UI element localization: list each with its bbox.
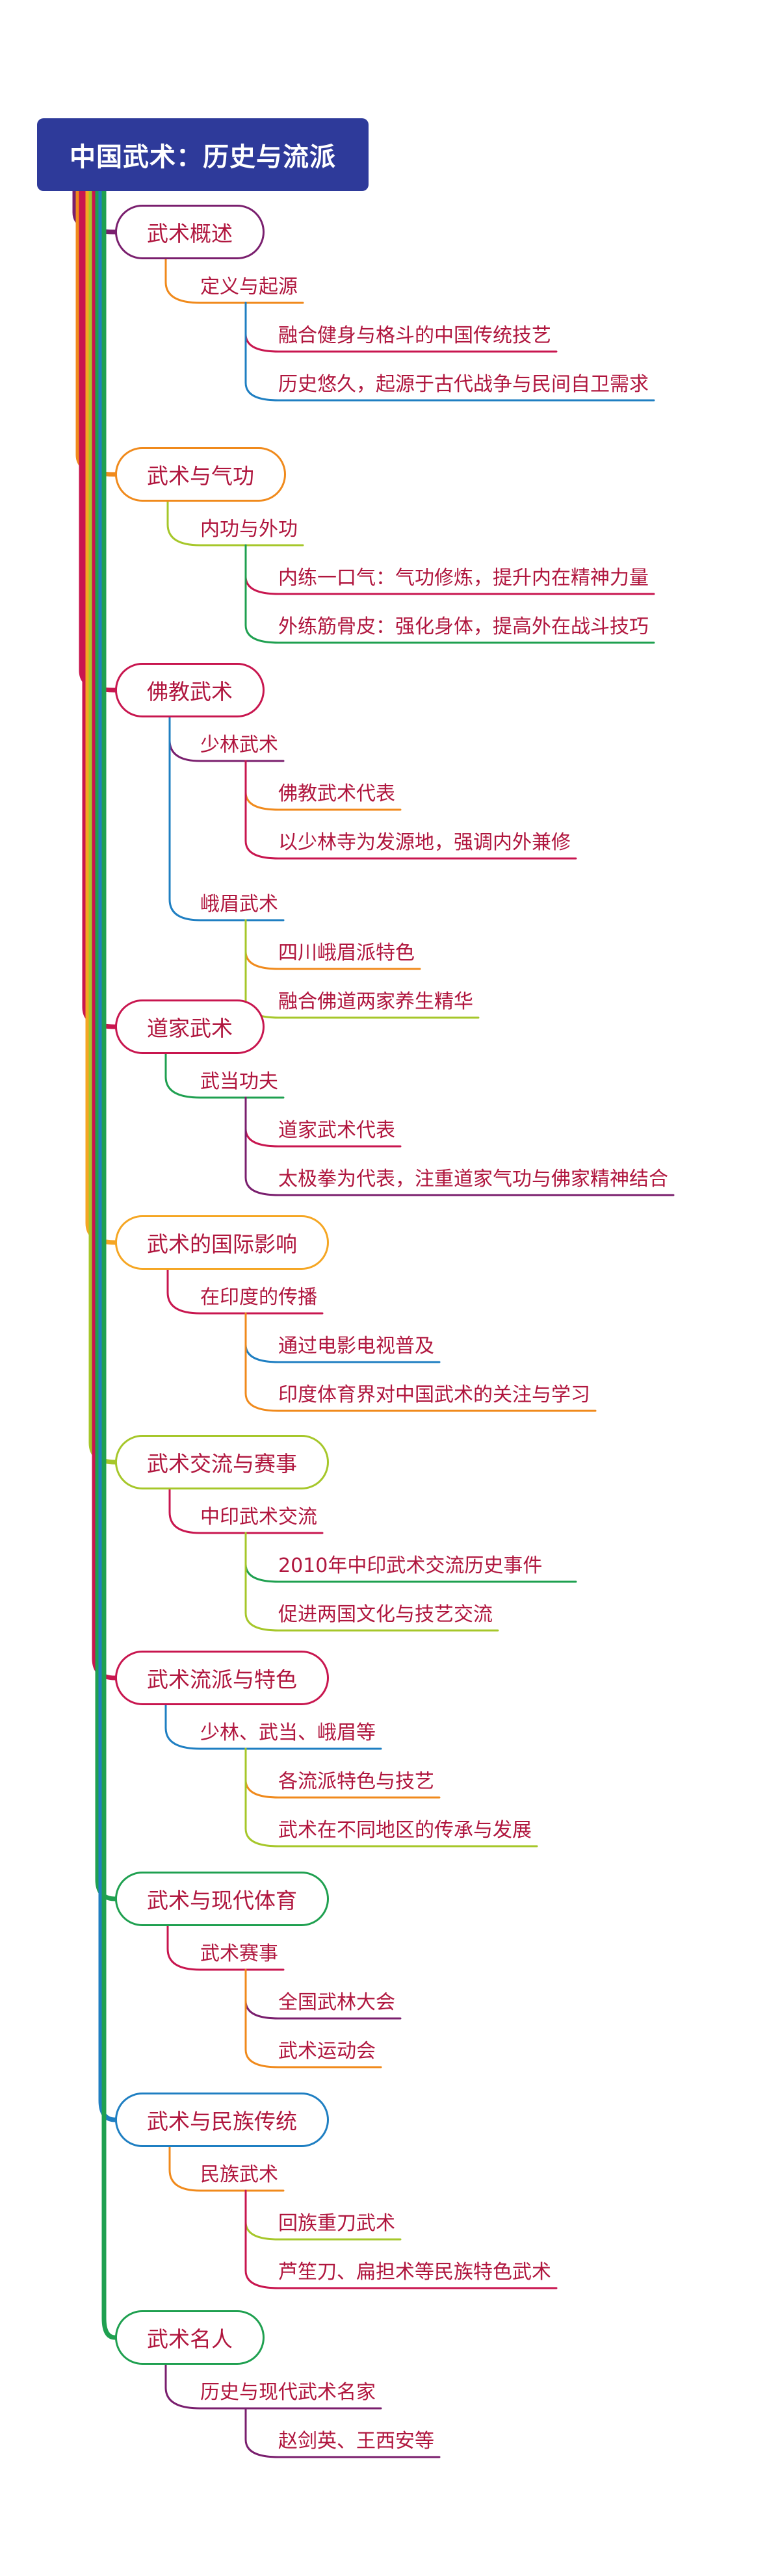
branch-topic[interactable]: 武术的国际影响 bbox=[115, 1215, 329, 1270]
subtopic[interactable]: 武术赛事 bbox=[200, 1942, 278, 1965]
leaf-connector bbox=[244, 1096, 675, 1196]
branch-topic[interactable]: 武术交流与赛事 bbox=[115, 1435, 329, 1489]
leaf-connector bbox=[244, 544, 655, 644]
subtopic-connector bbox=[166, 1269, 324, 1315]
root-title: 中国武术：历史与流派 bbox=[70, 142, 336, 172]
leaf-topic[interactable]: 2010年中印武术交流历史事件 bbox=[278, 1554, 543, 1577]
leaf-connector bbox=[244, 1747, 538, 1848]
subtopic-connector bbox=[166, 1925, 285, 1971]
leaf-topic[interactable]: 道家武术代表 bbox=[278, 1119, 395, 1142]
leaf-topic[interactable]: 促进两国文化与技艺交流 bbox=[278, 1603, 493, 1626]
branch-connector bbox=[101, 188, 118, 2340]
subtopic[interactable]: 内功与外功 bbox=[200, 518, 298, 541]
leaf-connector bbox=[244, 1312, 597, 1412]
leaf-topic[interactable]: 武术在不同地区的传承与发展 bbox=[278, 1819, 532, 1842]
subtopic-connector bbox=[164, 1704, 382, 1750]
leaf-topic[interactable]: 四川峨眉派特色 bbox=[278, 942, 415, 964]
subtopic-connector bbox=[164, 258, 304, 304]
branch-topic[interactable]: 佛教武术 bbox=[115, 663, 265, 717]
subtopic[interactable]: 武当功夫 bbox=[200, 1070, 278, 1093]
leaf-topic[interactable]: 各流派特色与技艺 bbox=[278, 1770, 434, 1793]
leaf-topic[interactable]: 融合佛道两家养生精华 bbox=[278, 990, 473, 1013]
leaf-topic[interactable]: 回族重刀武术 bbox=[278, 2212, 395, 2235]
subtopic[interactable]: 定义与起源 bbox=[200, 276, 298, 298]
leaf-topic[interactable]: 佛教武术代表 bbox=[278, 782, 395, 805]
leaf-topic[interactable]: 以少林寺为发源地，强调内外兼修 bbox=[278, 831, 571, 854]
branch-topic[interactable]: 武术与民族传统 bbox=[115, 2093, 329, 2147]
leaf-connector bbox=[244, 1968, 382, 2068]
subtopic-connector bbox=[168, 1488, 324, 1534]
leaf-topic[interactable]: 赵剑英、王西安等 bbox=[278, 2430, 434, 2453]
subtopic-connector bbox=[164, 1053, 285, 1099]
branch-topic[interactable]: 武术流派与特色 bbox=[115, 1651, 329, 1705]
leaf-topic[interactable]: 武术运动会 bbox=[278, 2040, 376, 2063]
subtopic-connector bbox=[164, 2363, 382, 2410]
leaf-topic[interactable]: 内练一口气：气功修炼，提升内在精神力量 bbox=[278, 567, 649, 589]
subtopic[interactable]: 少林武术 bbox=[200, 734, 278, 756]
subtopic[interactable]: 在印度的传播 bbox=[200, 1286, 317, 1309]
leaf-topic[interactable]: 全国武林大会 bbox=[278, 1991, 395, 2014]
root-topic[interactable]: 中国武术：历史与流派 bbox=[37, 118, 369, 191]
leaf-topic[interactable]: 通过电影电视普及 bbox=[278, 1335, 434, 1358]
leaf-topic[interactable]: 太极拳为代表，注重道家气功与佛家精神结合 bbox=[278, 1168, 668, 1191]
leaf-connector bbox=[244, 760, 577, 860]
leaf-topic[interactable]: 芦笙刀、扁担术等民族特色武术 bbox=[278, 2261, 551, 2284]
leaf-connector bbox=[244, 302, 655, 402]
branch-topic[interactable]: 武术与现代体育 bbox=[115, 1872, 329, 1926]
subtopic[interactable]: 中印武术交流 bbox=[200, 1506, 317, 1528]
leaf-connector bbox=[244, 2407, 441, 2458]
branch-topic[interactable]: 武术与气功 bbox=[115, 447, 286, 502]
subtopic[interactable]: 历史与现代武术名家 bbox=[200, 2381, 376, 2404]
leaf-connector bbox=[244, 2189, 558, 2289]
subtopic-connector bbox=[166, 500, 304, 547]
branch-topic[interactable]: 道家武术 bbox=[115, 999, 265, 1054]
subtopic-connector bbox=[168, 2146, 285, 2192]
leaf-topic[interactable]: 历史悠久，起源于古代战争与民间自卫需求 bbox=[278, 373, 649, 396]
leaf-connector bbox=[244, 1532, 499, 1632]
branch-topic[interactable]: 武术名人 bbox=[115, 2310, 265, 2365]
subtopic[interactable]: 民族武术 bbox=[200, 2163, 278, 2186]
branch-topic[interactable]: 武术概述 bbox=[115, 205, 265, 259]
subtopic[interactable]: 少林、武当、峨眉等 bbox=[200, 1721, 376, 1744]
leaf-topic[interactable]: 印度体育界对中国武术的关注与学习 bbox=[278, 1384, 590, 1406]
leaf-topic[interactable]: 外练筋骨皮：强化身体，提高外在战斗技巧 bbox=[278, 615, 649, 638]
leaf-topic[interactable]: 融合健身与格斗的中国传统技艺 bbox=[278, 324, 551, 347]
subtopic-connector bbox=[168, 716, 285, 921]
subtopic[interactable]: 峨眉武术 bbox=[200, 893, 278, 916]
